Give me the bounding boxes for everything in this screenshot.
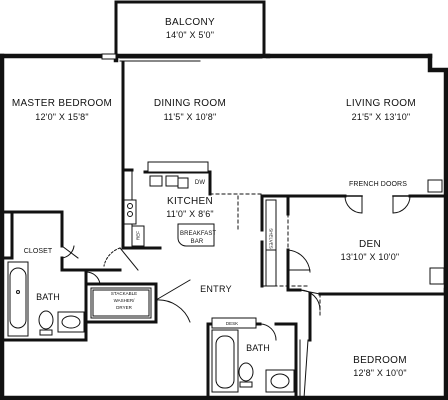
desk-label: DESK bbox=[225, 321, 239, 326]
washer-dryer-label-2: WASHER/ bbox=[113, 298, 135, 303]
master-bath-fixtures bbox=[7, 261, 85, 337]
den-dims: 13'10" X 10'0" bbox=[340, 252, 400, 262]
dishwasher-box bbox=[177, 177, 189, 189]
balcony-door bbox=[119, 54, 263, 62]
openings bbox=[209, 193, 321, 319]
kitchen-dims: 11'0" X 8'6" bbox=[166, 209, 214, 219]
bedroom-closet bbox=[299, 339, 309, 399]
master-bedroom-name: MASTER BEDROOM bbox=[11, 98, 113, 109]
windows bbox=[101, 53, 445, 285]
entry-label: ENTRY bbox=[200, 284, 232, 294]
exterior-walls bbox=[0, 53, 448, 400]
den-name: DEN bbox=[358, 239, 381, 250]
breakfast-bar-label-2: BAR bbox=[190, 239, 204, 245]
laundry-fixtures bbox=[90, 287, 152, 319]
balcony-dims: 14'0" X 5'0" bbox=[165, 30, 215, 40]
breakfast-bar-label-1: BREAKFAST bbox=[180, 231, 217, 237]
living-room-name: LIVING ROOM bbox=[346, 98, 416, 109]
second-bath-label: BATH bbox=[246, 343, 270, 353]
master-bath-label: BATH bbox=[36, 292, 60, 302]
dishwasher-label: DW bbox=[194, 180, 206, 186]
master-bedroom-dims: 12'0" X 15'8" bbox=[35, 112, 89, 122]
bedroom-dims: 12'8" X 10'0" bbox=[353, 368, 407, 378]
balcony-walls bbox=[114, 0, 266, 58]
living-room-dims: 21'5" X 13'10" bbox=[351, 112, 411, 122]
bedroom-name: BEDROOM bbox=[353, 355, 407, 366]
washer-dryer-label-3: DRYER bbox=[116, 305, 132, 310]
washer-dryer-label-1: STACKABLE bbox=[110, 291, 138, 296]
shelves-label: SHELVES bbox=[268, 228, 274, 249]
dining-room-dims: 11'5" X 10'8" bbox=[163, 112, 217, 122]
refrigerator-label: REF bbox=[135, 231, 141, 240]
dining-room-name: DINING ROOM bbox=[153, 98, 227, 109]
door-swings bbox=[61, 195, 411, 341]
closet-label: CLOSET bbox=[23, 248, 53, 255]
kitchen-name: KITCHEN bbox=[167, 196, 213, 207]
french-doors-label: FRENCH DOORS bbox=[349, 181, 407, 188]
kitchen-fixtures bbox=[123, 161, 215, 247]
balcony-name: BALCONY bbox=[165, 17, 215, 28]
second-bath-fixtures bbox=[211, 317, 295, 393]
shelves-unit bbox=[265, 199, 277, 287]
